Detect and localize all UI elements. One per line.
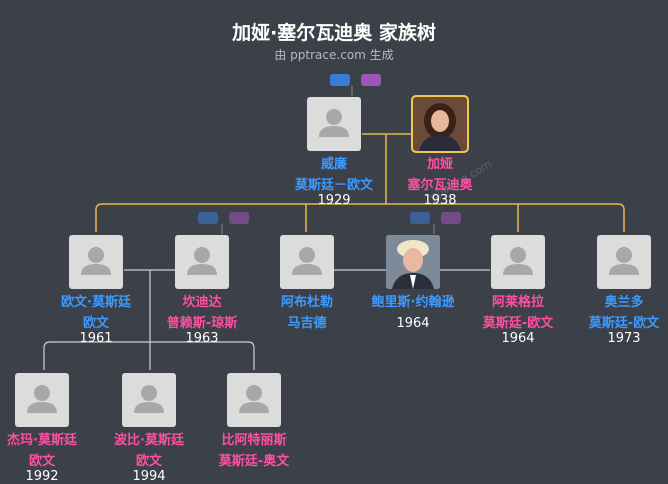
- relation-badge[interactable]: [361, 74, 381, 86]
- person-name-line2: 普赖斯-琼斯: [166, 316, 238, 331]
- page-subtitle: 由 pptrace.com 生成: [274, 48, 394, 62]
- person-name-line2: 塞尔瓦迪奥: [407, 178, 473, 193]
- portrait-photo: [386, 235, 440, 289]
- person-node[interactable]: 波比·莫斯廷 欧文 1994: [97, 373, 201, 484]
- relation-badge[interactable]: [441, 212, 461, 224]
- avatar-placeholder-icon: [15, 373, 69, 427]
- relation-badge[interactable]: [198, 212, 218, 224]
- person-name: 波比·莫斯廷: [114, 433, 184, 448]
- person-name-line2: 莫斯廷－欧文: [294, 178, 373, 193]
- person-year: 1961: [79, 331, 113, 346]
- person-node[interactable]: 加娅 塞尔瓦迪奥 1938: [388, 95, 492, 208]
- person-year: 1963: [185, 331, 219, 346]
- person-node[interactable]: 奥兰多 莫斯廷-欧文 1973: [572, 235, 668, 346]
- person-name: 加娅: [426, 157, 453, 172]
- avatar-placeholder-icon: [280, 235, 334, 289]
- person-name-line2: 欧文: [135, 454, 162, 469]
- person-node[interactable]: 坎迪达 普赖斯-琼斯 1963: [150, 235, 254, 346]
- person-name: 阿布杜勒: [280, 295, 333, 310]
- person-node[interactable]: 阿布杜勒 马吉德: [255, 235, 359, 331]
- page-title: 加娅·塞尔瓦迪奥 家族树: [232, 22, 436, 44]
- avatar-placeholder-icon: [491, 235, 545, 289]
- person-year: 1973: [607, 331, 641, 346]
- person-name: 阿莱格拉: [491, 295, 544, 310]
- person-name: 杰玛·莫斯廷: [7, 433, 77, 448]
- person-name-line2: 欧文: [82, 316, 109, 331]
- person-name-line2: 莫斯廷-奥文: [218, 454, 290, 469]
- person-year: 1964: [396, 316, 430, 331]
- person-node[interactable]: 比阿特丽斯 莫斯廷-奥文: [202, 373, 306, 469]
- person-node[interactable]: 杰玛·莫斯廷 欧文 1992: [0, 373, 94, 484]
- child-bracket: [95, 203, 625, 232]
- relation-badge[interactable]: [229, 212, 249, 224]
- avatar-placeholder-icon: [122, 373, 176, 427]
- relation-badge[interactable]: [410, 212, 430, 224]
- person-year: 1992: [25, 469, 59, 484]
- person-name-line2: 马吉德: [287, 316, 327, 331]
- relation-badge[interactable]: [330, 74, 350, 86]
- avatar-placeholder-icon: [69, 235, 123, 289]
- person-name: 鲍里斯·约翰逊: [371, 295, 455, 310]
- person-name-line2: 欧文: [28, 454, 55, 469]
- person-name: 奥兰多: [604, 295, 644, 310]
- person-name: 威廉: [320, 157, 347, 172]
- person-name: 比阿特丽斯: [221, 433, 287, 448]
- avatar-placeholder-icon: [227, 373, 281, 427]
- child-bracket: [43, 341, 255, 370]
- person-node[interactable]: 威廉 莫斯廷－欧文 1929: [282, 97, 386, 208]
- avatar-placeholder-icon: [597, 235, 651, 289]
- portrait-photo: [411, 95, 469, 153]
- person-name-line2: 莫斯廷-欧文: [482, 316, 554, 331]
- person-name: 坎迪达: [182, 295, 222, 310]
- person-name: 欧文·莫斯廷: [61, 295, 131, 310]
- person-node[interactable]: 欧文·莫斯廷 欧文 1961: [44, 235, 148, 346]
- person-year: 1964: [501, 331, 535, 346]
- person-node[interactable]: 阿莱格拉 莫斯廷-欧文 1964: [466, 235, 570, 346]
- person-year: 1929: [317, 193, 351, 208]
- person-year: 1938: [423, 193, 457, 208]
- avatar-placeholder-icon: [307, 97, 361, 151]
- person-year: 1994: [132, 469, 166, 484]
- avatar-placeholder-icon: [175, 235, 229, 289]
- person-name-line2: 莫斯廷-欧文: [588, 316, 660, 331]
- person-node[interactable]: 鲍里斯·约翰逊 1964: [361, 235, 465, 331]
